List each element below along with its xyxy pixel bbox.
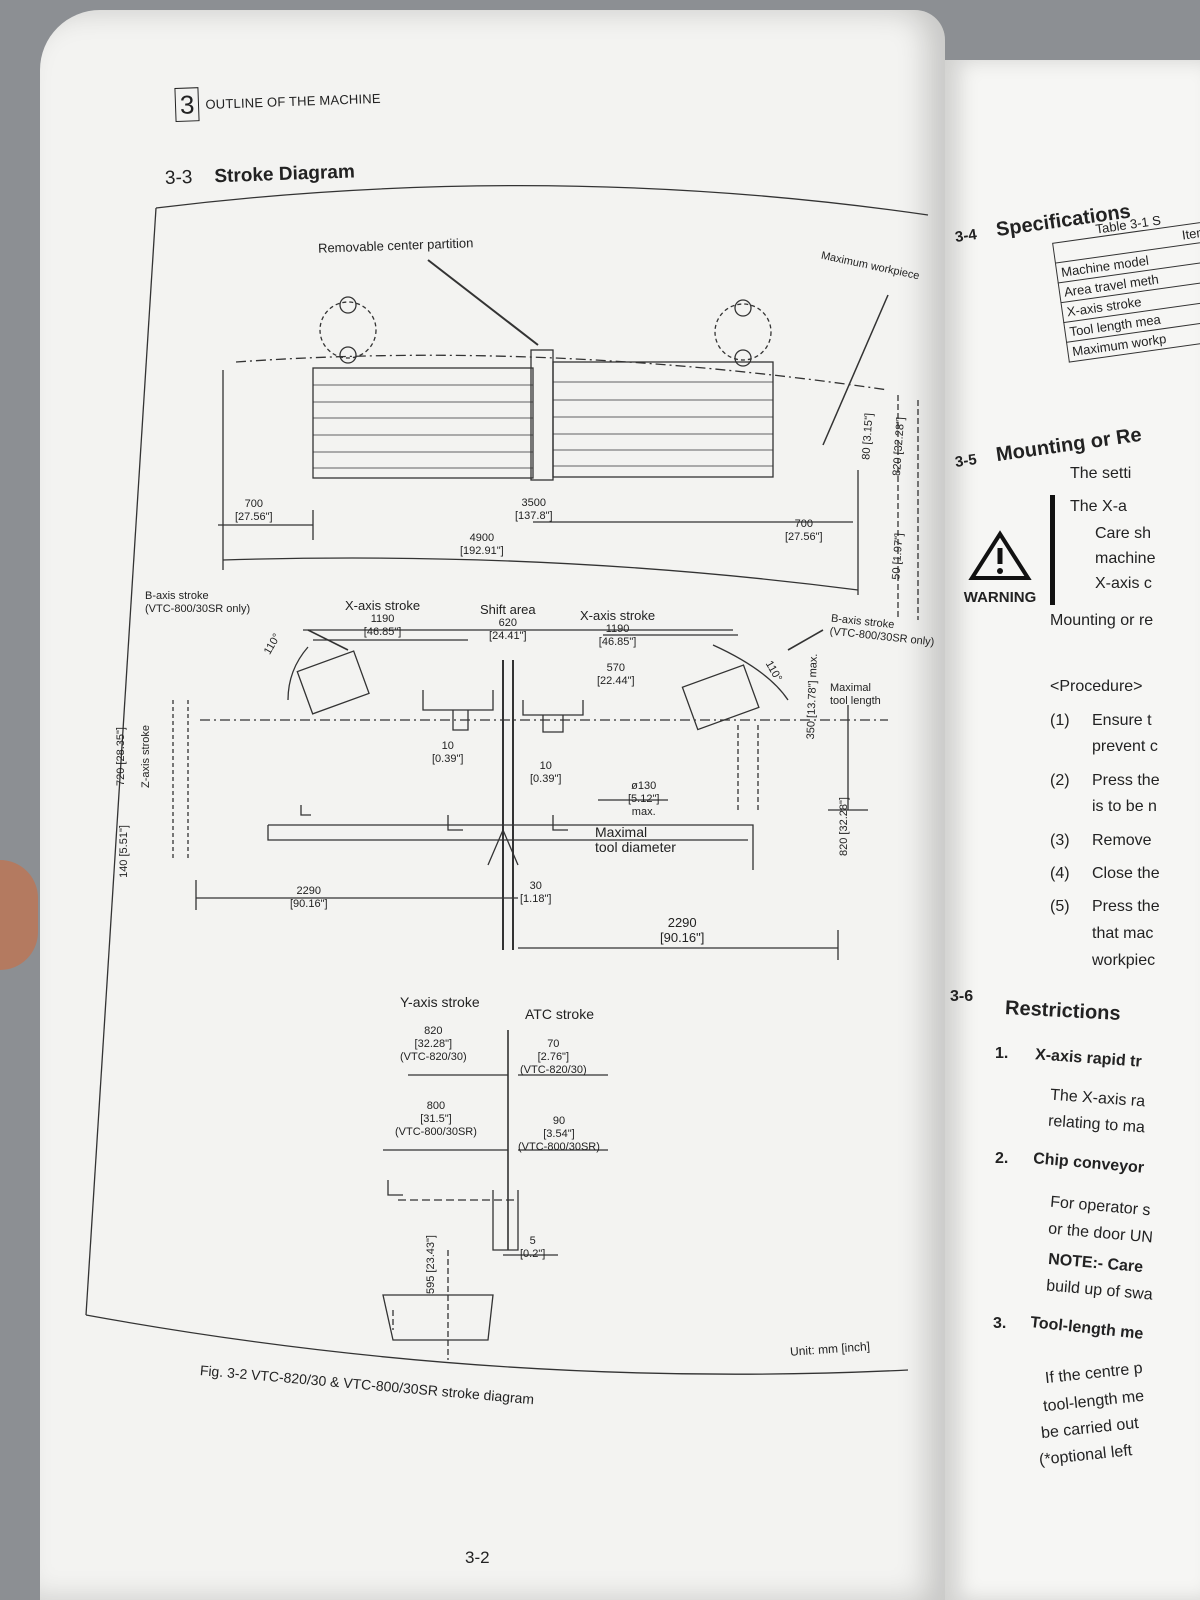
thumb: [0, 860, 38, 970]
warning-label: WARNING: [963, 589, 1037, 606]
dim-10b: 10[0.39"]: [530, 760, 562, 785]
dim-30: 30[1.18"]: [520, 880, 552, 905]
atc-90: 90[3.54"](VTC-800/30SR): [518, 1115, 600, 1153]
warning-icon: [968, 530, 1032, 580]
warn-line: Care sh: [1095, 525, 1152, 542]
b-axis-left-label: B-axis stroke (VTC-800/30SR only): [145, 590, 251, 615]
mounting-text: Mounting or re: [1050, 612, 1154, 629]
step-number: (5): [1050, 898, 1070, 915]
warn-line: machine: [1095, 550, 1156, 567]
step-text: Ensure t: [1092, 712, 1152, 729]
restriction-number: 1.: [995, 1045, 1009, 1062]
max-tool-length-label: Maximal tool length: [830, 682, 881, 707]
restriction-text: build up of swa: [1045, 1277, 1154, 1304]
page-number: 3-2: [465, 1548, 490, 1567]
restriction-text: NOTE:- Care: [1047, 1250, 1144, 1277]
restriction-text: relating to ma: [1047, 1112, 1146, 1137]
stroke-diagram: [85, 184, 929, 1375]
restriction-text: If the centre p: [1044, 1359, 1144, 1388]
atc-70: 70[2.76"](VTC-820/30): [520, 1038, 587, 1076]
dim-5: 5[0.2"]: [520, 1235, 546, 1260]
restriction-title: Tool-length me: [1029, 1314, 1145, 1343]
section-3-6-number: 3-6: [950, 988, 974, 1005]
dim-3500: 3500[137.8"]: [515, 497, 553, 522]
dim-700-left: 700[27.56"]: [235, 498, 273, 523]
warning-block: WARNING: [960, 530, 1040, 606]
step-text: prevent c: [1092, 738, 1158, 755]
restriction-text: (*optional left: [1038, 1442, 1133, 1469]
restriction-title: X-axis rapid tr: [1034, 1046, 1143, 1071]
step-text: Remove: [1092, 832, 1152, 849]
dim-720: 720 [28.35"]: [114, 727, 127, 786]
dim-700-right: 700[27.56"]: [785, 518, 823, 543]
step-number: (4): [1050, 865, 1070, 882]
dim-2290-left: 2290[90.16"]: [290, 885, 328, 910]
y-axis-800: 800[31.5"](VTC-800/30SR): [395, 1100, 477, 1138]
restriction-text: tool-length me: [1042, 1387, 1145, 1416]
dim-820-right: 820 [32.28"]: [837, 797, 850, 856]
step-text: Close the: [1092, 865, 1160, 882]
step-text: that mac: [1092, 925, 1154, 942]
spec-table: Table 3-1 S Item Machine model Area trav…: [1050, 206, 1200, 363]
step-number: (2): [1050, 772, 1070, 789]
step-number: (3): [1050, 832, 1070, 849]
warn-line: The X-a: [1070, 498, 1127, 515]
y-axis-820: 820[32.28"](VTC-820/30): [400, 1025, 467, 1063]
dim-570: 570[22.44"]: [597, 662, 635, 687]
tool-diameter-label: Maximal tool diameter: [595, 824, 676, 855]
restriction-text: or the door UN: [1047, 1220, 1154, 1247]
dim-tool-diameter: ø130[5.12"]max.: [628, 780, 660, 818]
dim-140: 140 [5.51"]: [117, 825, 130, 878]
restriction-text: be carried out: [1040, 1414, 1140, 1443]
restriction-title: Chip conveyor: [1032, 1150, 1145, 1177]
dim-10a: 10[0.39"]: [432, 740, 464, 765]
dim-4900: 4900[192.91"]: [460, 532, 504, 557]
restriction-text: For operator s: [1049, 1193, 1152, 1220]
warn-line: X-axis c: [1095, 575, 1152, 592]
warn-line: The setti: [1070, 465, 1132, 482]
y-axis-label: Y-axis stroke: [400, 994, 480, 1010]
z-axis-label: Z-axis stroke: [139, 725, 152, 788]
dim-595: 595 [23.43"]: [424, 1235, 437, 1294]
step-text: is to be n: [1092, 798, 1157, 815]
warning-bar: [1050, 495, 1055, 605]
restriction-number: 2.: [995, 1150, 1009, 1167]
step-text: Press the: [1092, 772, 1160, 789]
atc-label: ATC stroke: [525, 1006, 594, 1022]
section-3-6-title: Restrictions: [1004, 996, 1122, 1026]
procedure-heading: <Procedure>: [1050, 678, 1143, 695]
step-number: (1): [1050, 712, 1070, 729]
restriction-text: The X-axis ra: [1049, 1086, 1146, 1111]
step-text: Press the: [1092, 898, 1160, 915]
dim-2290-right: 2290[90.16"]: [660, 915, 705, 945]
step-text: workpiec: [1092, 952, 1156, 969]
restriction-number: 3.: [993, 1315, 1007, 1332]
